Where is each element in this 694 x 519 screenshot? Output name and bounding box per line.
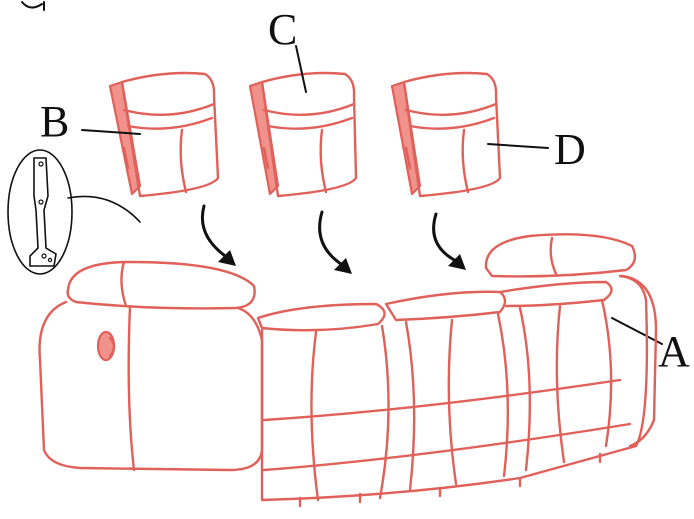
backrest-cushion-b: [108, 71, 220, 198]
backrest-cushion-d: [390, 71, 502, 198]
leader-line-d: [487, 143, 549, 149]
label-a: A: [658, 327, 690, 376]
leader-line-a: [611, 317, 663, 345]
arrow-c-to-seat: [318, 210, 352, 274]
leader-line-c: [295, 45, 307, 93]
top-fragment-mark: [21, 1, 45, 11]
backrest-cushion-c: [248, 71, 358, 198]
label-b: B: [40, 97, 69, 146]
label-c: C: [268, 5, 297, 54]
arrow-d-to-seat: [432, 212, 466, 270]
leader-line-b: [81, 129, 141, 135]
arrow-b-to-seat: [200, 204, 236, 266]
sofa-base-a: [38, 233, 658, 508]
label-d: D: [554, 125, 586, 174]
bracket-detail-callout: [7, 149, 141, 275]
